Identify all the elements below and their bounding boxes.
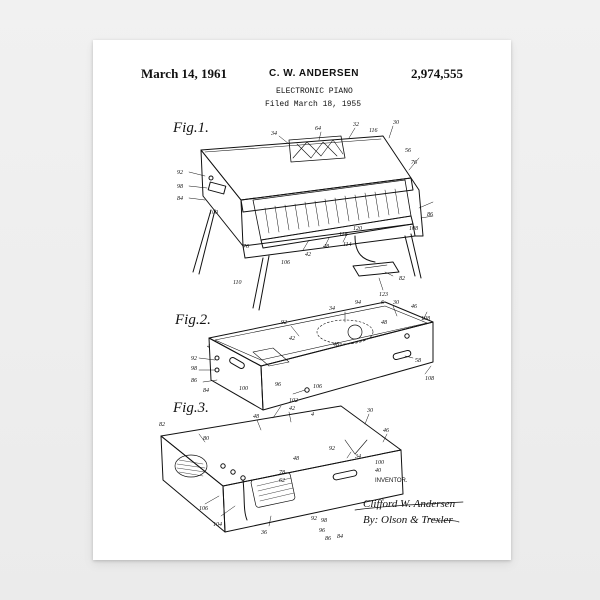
svg-text:42: 42 [289,335,295,342]
svg-text:48: 48 [253,413,259,420]
inventor-signature: Clifford W. Andersen [363,498,456,510]
svg-text:108: 108 [425,376,434,382]
svg-text:123: 123 [379,292,388,298]
patent-title: ELECTRONIC PIANO [276,87,353,96]
svg-text:92: 92 [311,516,317,522]
patent-filed-date: Filed March 18, 1955 [265,100,362,109]
svg-text:48: 48 [381,319,387,326]
svg-text:98: 98 [321,518,327,524]
fig1-piano-drawing: Fig.1. [172,120,434,311]
svg-text:36: 36 [260,530,267,536]
svg-text:42: 42 [289,405,295,412]
fig2-case-drawing: Fig.2. 92 34 94 6 [174,299,434,419]
svg-text:48: 48 [333,341,339,348]
svg-text:100: 100 [239,386,248,392]
svg-text:82: 82 [159,422,165,428]
svg-text:120: 120 [353,226,362,232]
svg-text:84: 84 [203,387,209,394]
svg-text:34: 34 [354,453,361,460]
svg-text:4: 4 [311,411,314,418]
svg-text:86: 86 [427,212,433,218]
patent-inventor: C. W. ANDERSEN [269,68,359,79]
svg-text:108: 108 [421,316,430,322]
svg-text:96: 96 [275,382,281,388]
svg-text:34: 34 [328,305,335,312]
svg-text:84: 84 [177,195,183,202]
svg-text:6: 6 [381,300,384,306]
fig2-label: Fig.2. [174,312,211,328]
fig1-label: Fig.1. [172,120,209,136]
svg-text:104: 104 [213,521,222,528]
svg-text:58: 58 [415,358,421,364]
svg-text:34: 34 [270,130,277,137]
svg-text:64: 64 [315,125,321,132]
svg-text:80: 80 [203,436,209,442]
svg-text:106: 106 [313,384,322,390]
svg-text:98: 98 [191,366,197,372]
svg-text:32: 32 [352,122,359,128]
svg-text:76: 76 [411,160,417,166]
svg-text:30: 30 [392,300,399,306]
svg-text:30: 30 [366,408,373,414]
fig3-label: Fig.3. [172,400,209,416]
svg-text:56: 56 [405,148,411,154]
svg-text:94: 94 [355,299,361,306]
svg-text:98: 98 [177,184,183,190]
patent-drawing: Fig.1. [159,120,464,542]
svg-text:100: 100 [209,210,218,216]
patent-date: March 14, 1961 [141,66,228,81]
svg-text:118: 118 [339,232,348,238]
svg-text:100: 100 [375,460,384,466]
svg-text:76: 76 [243,244,249,250]
svg-text:4: 4 [207,343,210,350]
signature-flourish [354,501,464,523]
patent-poster[interactable]: March 14, 1961 C. W. ANDERSEN 2,974,555 … [93,40,511,560]
patent-number: 2,974,555 [411,66,463,81]
svg-text:78: 78 [279,470,285,476]
svg-text:106: 106 [281,260,290,266]
svg-text:30: 30 [392,120,399,126]
svg-text:92: 92 [177,170,183,176]
svg-text:48: 48 [323,243,329,250]
svg-text:108: 108 [409,226,418,232]
svg-text:96: 96 [319,528,325,534]
svg-text:42: 42 [305,251,311,258]
svg-text:110: 110 [233,280,242,286]
svg-text:92: 92 [191,356,197,362]
attorney-signature: By: Olson & Trexler [363,514,453,526]
svg-text:40: 40 [375,467,381,474]
svg-text:86: 86 [191,378,197,384]
svg-text:92: 92 [329,446,335,452]
svg-text:62: 62 [279,478,285,484]
svg-text:86: 86 [325,536,331,542]
svg-text:46: 46 [411,303,417,310]
svg-text:92: 92 [281,320,287,326]
svg-text:84: 84 [337,533,343,540]
svg-text:116: 116 [369,128,378,134]
svg-text:82: 82 [399,276,405,282]
svg-text:106: 106 [199,506,208,512]
svg-text:114: 114 [343,241,352,248]
svg-text:48: 48 [293,455,299,462]
svg-text:46: 46 [383,427,389,434]
inventor-caption: INVENTOR. [375,478,408,484]
fig3-closed-case-drawing: Fig.3. [159,400,404,542]
svg-text:102: 102 [289,398,298,404]
